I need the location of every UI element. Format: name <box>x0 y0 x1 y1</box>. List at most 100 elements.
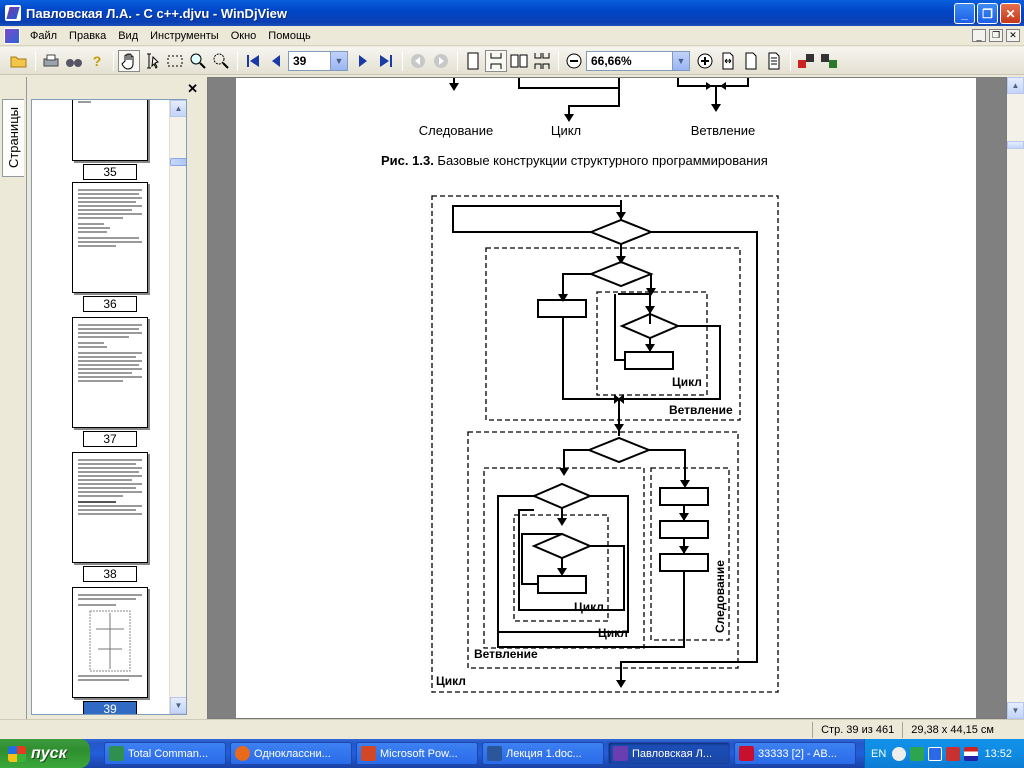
thumbnail-image[interactable] <box>72 587 148 698</box>
zoom-in-icon[interactable] <box>694 50 716 72</box>
open-folder-icon[interactable] <box>8 50 30 72</box>
find-binoculars-icon[interactable] <box>63 50 85 72</box>
single-page-icon[interactable] <box>462 50 484 72</box>
thumbnail-page-36[interactable]: 36 <box>72 182 148 312</box>
thumbnail-image[interactable] <box>72 182 148 293</box>
thumbnail-page-37[interactable]: 37 <box>72 317 148 447</box>
menu-tools[interactable]: Инструменты <box>150 29 219 42</box>
continuous-facing-icon[interactable] <box>531 50 553 72</box>
task-label: Microsoft Pow... <box>380 747 458 760</box>
close-button[interactable]: ✕ <box>1000 3 1021 24</box>
document-icon[interactable] <box>4 27 20 44</box>
previous-page-icon[interactable] <box>265 50 287 72</box>
total-commander-icon <box>109 746 124 761</box>
thumbnail-page-38[interactable]: 38 <box>72 452 148 582</box>
task-label: Лекция 1.doc... <box>506 747 582 760</box>
window-title: Павловская Л.А. - С с++.djvu - WinDjView <box>26 5 287 21</box>
task-abbyy[interactable]: 33333 [2] - AB... <box>734 742 856 765</box>
menu-edit[interactable]: Правка <box>69 29 107 42</box>
flag-icon[interactable] <box>964 746 979 761</box>
thumbnail-page-number[interactable]: 38 <box>83 566 137 582</box>
thumbnail-page-39[interactable]: 39 <box>72 587 148 714</box>
page-number-combo[interactable]: 39 ▼ <box>288 50 348 71</box>
page-number-value[interactable]: 39 <box>293 53 307 68</box>
continuous-page-icon[interactable] <box>485 49 507 72</box>
first-page-icon[interactable] <box>242 50 264 72</box>
doc-restore-button[interactable]: ❐ <box>989 29 1003 42</box>
chevron-down-icon[interactable]: ▼ <box>330 51 347 70</box>
status-page-info: Стр. 39 из 461 <box>812 721 902 738</box>
menu-file[interactable]: Файл <box>30 29 58 42</box>
last-page-icon[interactable] <box>375 50 397 72</box>
toolbar-separator <box>402 50 403 71</box>
fit-page-icon[interactable] <box>740 50 762 72</box>
menu-help[interactable]: Помощь <box>268 29 311 42</box>
thumbnail-page-number[interactable]: 35 <box>83 164 137 180</box>
tab-pages[interactable]: Страницы <box>2 99 24 177</box>
task-odnoklassniki[interactable]: Одноклассни... <box>230 742 352 765</box>
tray-arrow-icon[interactable] <box>892 746 907 761</box>
task-powerpoint[interactable]: Microsoft Pow... <box>356 742 478 765</box>
document-page[interactable]: Следование Цикл Ветвление Рис. 1.3. Базо… <box>236 78 976 718</box>
thumbnail-page-number[interactable]: 37 <box>83 431 137 447</box>
zoom-icon[interactable] <box>187 50 209 72</box>
menu-view[interactable]: Вид <box>118 29 139 42</box>
scrollbar-thumb[interactable] <box>170 158 186 166</box>
menu-window[interactable]: Окно <box>230 29 257 42</box>
scroll-down-arrow-icon[interactable]: ▼ <box>170 697 186 714</box>
thumbnail-page-number[interactable]: 39 <box>83 701 137 714</box>
thumbnail-page-number[interactable]: 36 <box>83 296 137 312</box>
zoom-value[interactable]: 66,66% <box>591 53 632 68</box>
label-branch-lower: Ветвление <box>474 647 538 661</box>
thumbnail-image[interactable] <box>72 452 148 563</box>
start-button[interactable]: пуск <box>0 739 90 768</box>
thumbnail-scrollbar[interactable]: ▲ ▼ <box>169 100 186 714</box>
back-icon[interactable] <box>407 50 429 72</box>
task-word-lecture[interactable]: Лекция 1.doc... <box>482 742 604 765</box>
chevron-down-icon[interactable]: ▼ <box>672 51 689 70</box>
zoom-rect-icon[interactable] <box>210 50 232 72</box>
facing-pages-icon[interactable] <box>508 50 530 72</box>
task-label: Total Comman... <box>128 747 209 760</box>
toolbar-separator <box>457 50 458 71</box>
task-total-commander[interactable]: Total Comman... <box>104 742 226 765</box>
actual-size-icon[interactable] <box>763 50 785 72</box>
scrollbar-thumb[interactable] <box>1007 141 1024 149</box>
text-select-icon[interactable] <box>141 50 163 72</box>
doc-close-button[interactable]: ✕ <box>1006 29 1020 42</box>
next-page-icon[interactable] <box>352 50 374 72</box>
scroll-down-arrow-icon[interactable]: ▼ <box>1007 702 1024 719</box>
fit-width-icon[interactable] <box>717 50 739 72</box>
task-windjview[interactable]: Павловская Л... <box>608 742 730 765</box>
doc-minimize-button[interactable]: _ <box>972 29 986 42</box>
thumbnail-image[interactable] <box>72 317 148 428</box>
maximize-button[interactable]: ❐ <box>977 3 998 24</box>
thumbnail-image[interactable] <box>72 100 148 161</box>
help-icon[interactable]: ? <box>92 52 102 69</box>
zoom-combo[interactable]: 66,66% ▼ <box>586 50 690 71</box>
title-bar[interactable]: Павловская Л.А. - С с++.djvu - WinDjView… <box>0 0 1024 26</box>
zoom-out-icon[interactable] <box>563 50 585 72</box>
rectangle-select-icon[interactable] <box>164 50 186 72</box>
display-mode-color-icon[interactable] <box>795 50 817 72</box>
language-indicator[interactable]: EN <box>871 747 887 760</box>
document-scrollbar[interactable]: ▲ ▼ <box>1007 77 1024 719</box>
security-icon[interactable] <box>946 746 961 761</box>
scroll-up-arrow-icon[interactable]: ▲ <box>170 100 186 117</box>
print-icon[interactable] <box>40 50 62 72</box>
scroll-up-arrow-icon[interactable]: ▲ <box>1007 77 1024 94</box>
label-loop-a: Цикл <box>574 600 604 614</box>
display-mode-bw-icon[interactable] <box>818 50 840 72</box>
connection-icon[interactable] <box>928 746 943 761</box>
document-view[interactable]: Следование Цикл Ветвление Рис. 1.3. Базо… <box>207 77 1007 719</box>
close-icon[interactable]: ✕ <box>187 81 198 96</box>
minimize-button[interactable]: _ <box>954 3 975 24</box>
hand-tool-icon[interactable] <box>118 49 140 72</box>
thumbnail-list[interactable]: 35 36 37 38 39 <box>31 99 187 715</box>
forward-icon[interactable] <box>430 50 452 72</box>
windjview-app-icon[interactable] <box>5 5 21 21</box>
network-icon[interactable] <box>910 746 925 761</box>
thumbnail-page-35[interactable]: 35 <box>72 100 148 180</box>
label-loop-b: Цикл <box>598 626 628 640</box>
clock[interactable]: 13:52 <box>984 747 1012 760</box>
